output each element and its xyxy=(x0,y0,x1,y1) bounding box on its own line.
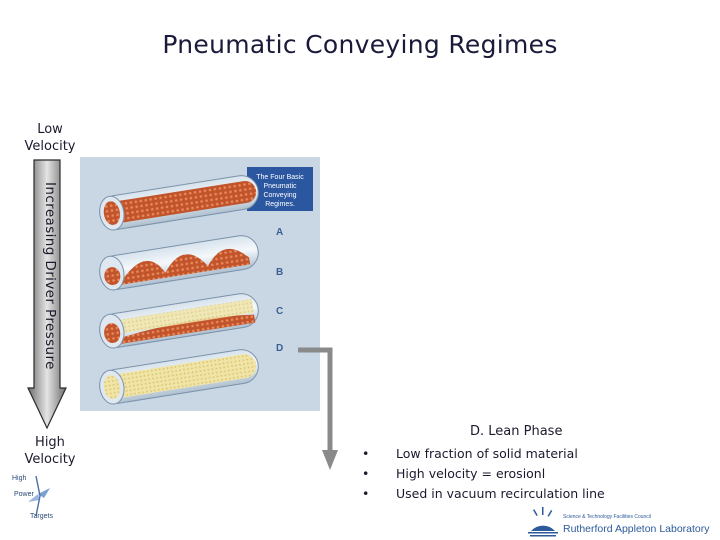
list-item: •High velocity = erosionl xyxy=(362,466,546,481)
svg-text:Targets: Targets xyxy=(30,513,53,520)
regime-label-c: C xyxy=(276,306,283,317)
svg-text:High: High xyxy=(12,475,27,482)
svg-text:Conveying: Conveying xyxy=(263,192,296,199)
regime-c-pipe xyxy=(99,293,259,349)
arrow-label: Increasing Driver Pressure xyxy=(42,182,58,370)
svg-text:Power: Power xyxy=(14,491,35,498)
regime-b-pipe xyxy=(99,235,259,291)
pressure-arrow xyxy=(27,159,67,430)
svg-text:The Four Basic: The Four Basic xyxy=(256,174,304,181)
svg-text:Pneumatic: Pneumatic xyxy=(263,183,297,190)
high-velocity-label: High Velocity xyxy=(24,435,76,467)
list-item: •Low fraction of solid material xyxy=(362,446,578,461)
regime-label-d: D xyxy=(276,343,283,354)
slide-title: Pneumatic Conveying Regimes xyxy=(162,30,558,59)
low-velocity-label: Low Velocity xyxy=(24,122,76,154)
regime-label-b: B xyxy=(276,267,283,278)
lean-phase-title: D. Lean Phase xyxy=(470,424,563,439)
rutherford-appleton-logo: Science & Technology Facilities Council … xyxy=(528,507,710,537)
regime-a-pipe xyxy=(99,175,259,231)
regimes-figure: The Four Basic Pneumatic Conveying Regim… xyxy=(80,157,320,411)
high-power-targets-logo: High Power Targets xyxy=(12,475,53,520)
svg-text:Science & Technology Facilitie: Science & Technology Facilities Council xyxy=(563,514,651,520)
regime-label-a: A xyxy=(276,227,283,238)
svg-text:Regimes.: Regimes. xyxy=(265,201,295,208)
regime-d-pipe xyxy=(99,349,259,405)
list-item: •Used in vacuum recirculation line xyxy=(362,486,605,501)
lean-phase-bullets: •Low fraction of solid material •High ve… xyxy=(362,446,605,506)
connector-arrow xyxy=(298,347,338,470)
svg-text:Rutherford Appleton Laboratory: Rutherford Appleton Laboratory xyxy=(563,523,710,535)
